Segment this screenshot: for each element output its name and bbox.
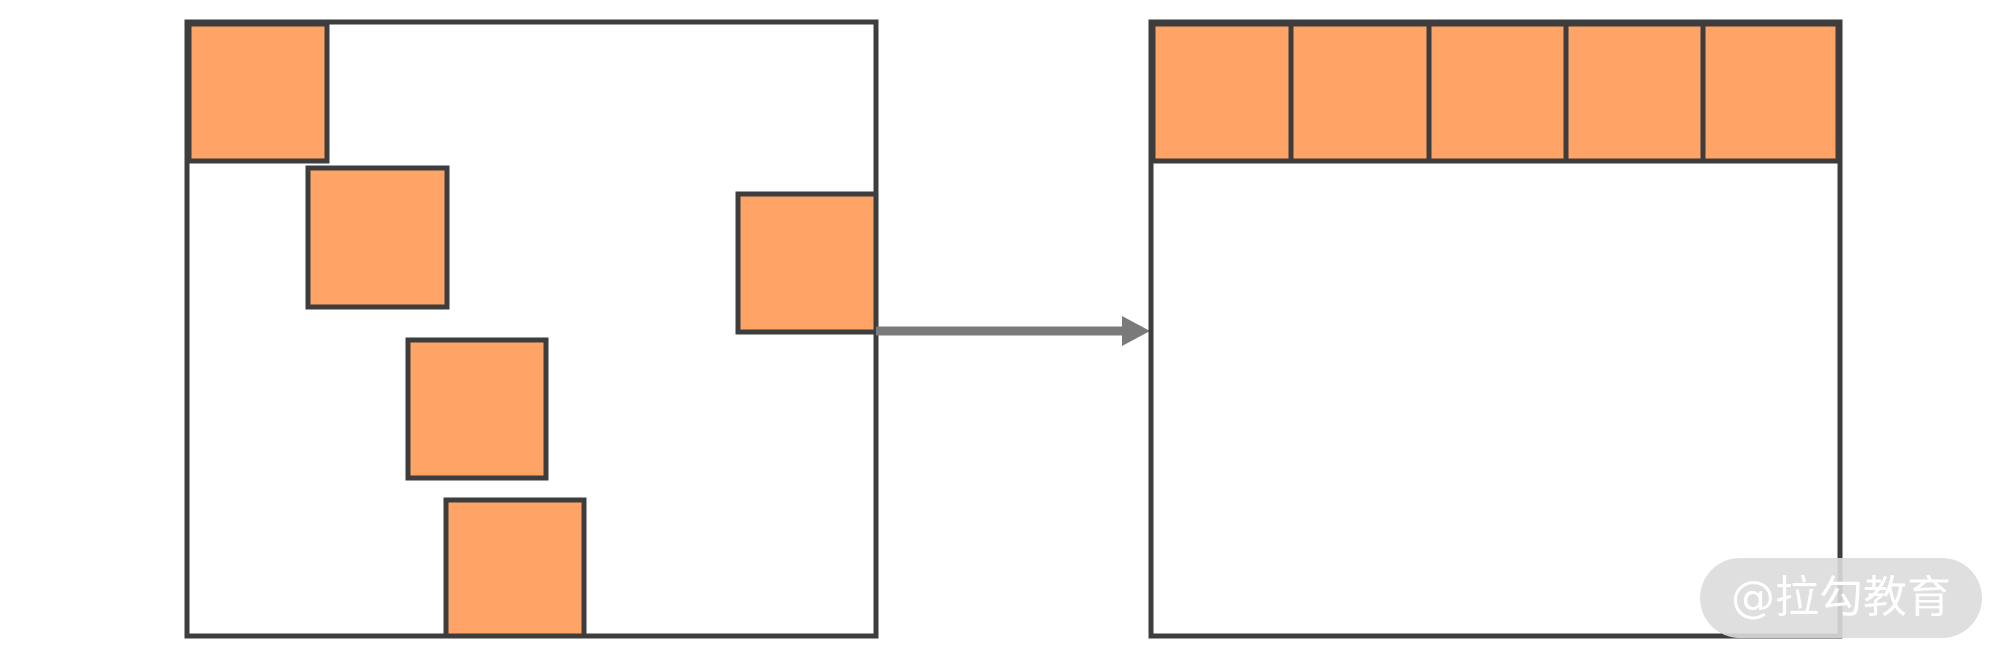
left-panel [184, 19, 879, 639]
watermark: @拉勾教育 [1700, 558, 1982, 638]
right-block-5 [1700, 21, 1841, 164]
left-block-4 [405, 337, 549, 481]
right-block-2 [1288, 21, 1432, 164]
right-block-4 [1563, 21, 1706, 164]
left-block-1 [186, 21, 330, 164]
left-block-3 [735, 191, 879, 335]
left-block-5 [443, 497, 587, 639]
right-panel [1148, 19, 1843, 639]
transition-arrow [876, 316, 1150, 346]
right-block-3 [1426, 21, 1569, 164]
arrow-head-icon [1122, 316, 1150, 346]
watermark-text: @拉勾教育 [1731, 572, 1951, 623]
left-block-2 [305, 165, 450, 310]
right-block-1 [1150, 21, 1294, 164]
watermark-badge [1700, 558, 1982, 638]
